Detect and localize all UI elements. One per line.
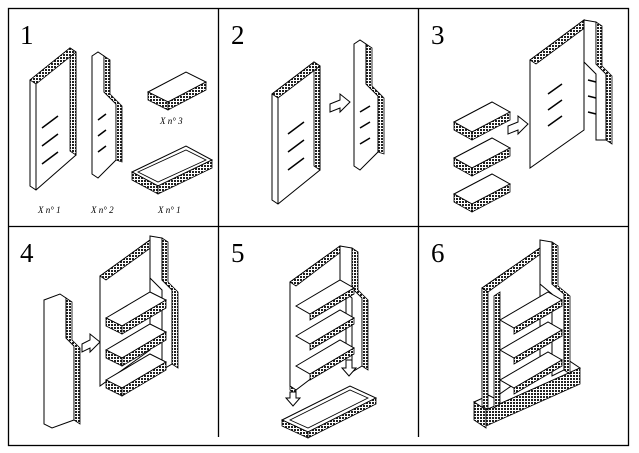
step3-arrow-icon (507, 114, 529, 136)
step-number-5: 5 (231, 238, 245, 268)
step2-arrow-icon (329, 92, 351, 114)
step3-shelf-1 (452, 101, 512, 141)
step3-shelf-3 (452, 173, 512, 213)
step-number-3: 3 (431, 20, 445, 50)
step6-finished-bookcase (472, 239, 582, 429)
caption-side-panel-x2: X n° 2 (90, 205, 114, 215)
step2-panel-right (353, 39, 385, 171)
step-number-2: 2 (231, 20, 245, 50)
step4-arrow-icon (81, 332, 101, 354)
step4-frame-with-shelves (99, 235, 179, 397)
caption-base-tray-x1: X n° 1 (157, 205, 181, 215)
step5-bookcase-body (289, 245, 369, 395)
caption-side-panel-x1: X n° 1 (37, 205, 61, 215)
step3-assembled-frame (529, 19, 613, 169)
step-number-6: 6 (431, 238, 445, 268)
step5-down-arrow-left-icon (284, 391, 302, 407)
caption-shelf-x3: X n° 3 (159, 116, 183, 126)
step5-down-arrow-right-icon (340, 359, 358, 377)
step1-side-panel-x2 (91, 51, 123, 179)
step5-base-tray (280, 385, 378, 439)
step-number-1: 1 (20, 20, 34, 50)
step1-side-panel-x1 (29, 47, 77, 191)
step2-panel-left (271, 61, 321, 205)
step3-shelf-2 (452, 137, 512, 177)
step1-base-tray-x1 (130, 145, 214, 195)
step4-loose-side-panel (43, 293, 81, 429)
step1-shelf-x3 (146, 71, 208, 111)
step-number-4: 4 (20, 238, 34, 268)
